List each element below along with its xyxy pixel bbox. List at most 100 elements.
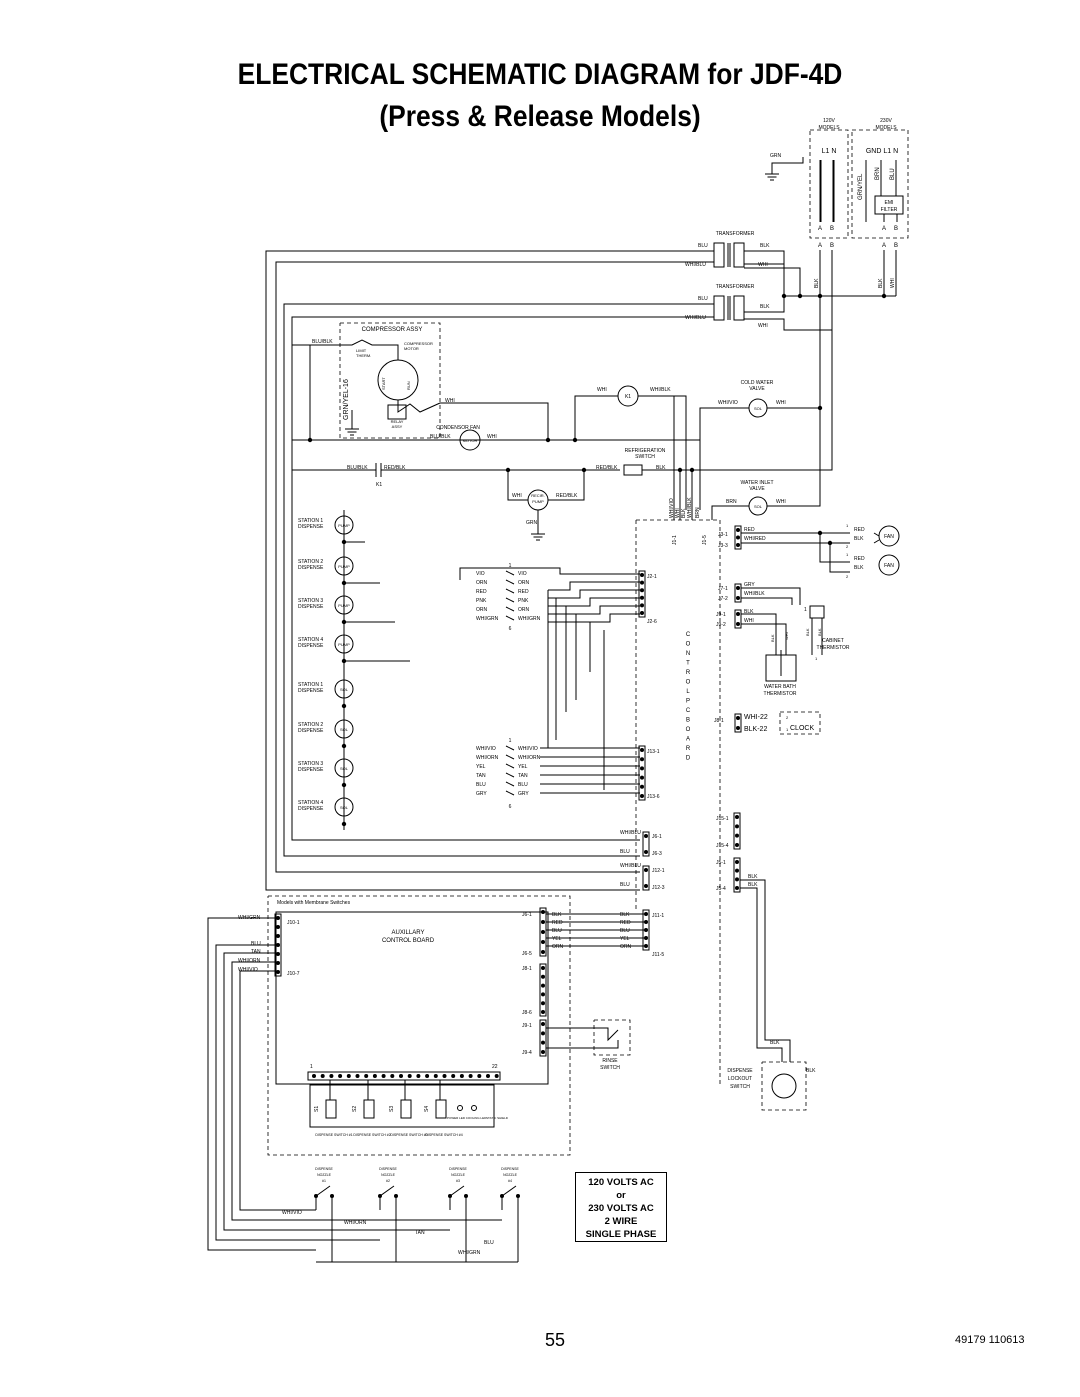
harness-wire-blu (265, 250, 714, 891)
label: STATION 2 (298, 722, 323, 728)
connector-pin (276, 943, 280, 947)
connector-pin (276, 970, 280, 974)
label: RELAY (391, 419, 404, 424)
label: BRN (875, 167, 881, 180)
nozzle-switch-3-icon (449, 1185, 465, 1197)
wire (873, 532, 880, 537)
label: DISPENSE (298, 604, 324, 610)
label: VALVE (749, 486, 765, 492)
label: SWITCH (600, 1065, 620, 1071)
label: DISPENSE SWITCH #2 (353, 1133, 390, 1137)
junction-dot (505, 467, 511, 473)
connector-pin (541, 1010, 545, 1014)
label: NOZZLE (503, 1173, 517, 1177)
label: RED (552, 920, 563, 926)
label: J2-1 (647, 574, 657, 580)
connector-pin (640, 775, 644, 780)
label: WHI/GRN (518, 616, 541, 622)
connector-pin (541, 940, 545, 944)
relay-wire (397, 400, 441, 413)
label: RED (620, 920, 631, 926)
cold-water-solenoid-icon (748, 398, 768, 418)
connector-pin (541, 974, 545, 979)
connector-pin (541, 966, 545, 970)
label: DISPENSE (298, 806, 324, 812)
label: THERMISTOR (817, 645, 850, 651)
label: BLK (854, 536, 864, 542)
header-pin (381, 1074, 386, 1078)
label: B (830, 243, 834, 249)
junction-dot (677, 467, 683, 473)
switch-contact (464, 1194, 468, 1198)
membrane-switch-3-icon (400, 1099, 412, 1119)
wire (223, 952, 450, 1231)
membrane-switch-panel (309, 1084, 495, 1128)
j11-connector (642, 909, 650, 951)
label: BLU (620, 882, 630, 888)
diagram-subtitle: (Press & Release Models) (379, 100, 701, 133)
label: #1 (322, 1179, 326, 1183)
label: CABINET (822, 638, 844, 644)
label: 1 (846, 523, 849, 528)
junction-dot (689, 467, 695, 473)
label: BLU (698, 296, 708, 302)
transformer-1-icon (713, 242, 725, 268)
membrane-switch-2-icon (363, 1099, 375, 1119)
label: 120V (823, 118, 835, 124)
label: TRANSFORMER (716, 284, 755, 290)
label: WHI (445, 398, 455, 404)
label: BLK (744, 609, 754, 615)
label: EMI (885, 200, 894, 206)
wire (546, 1040, 619, 1049)
label: WHI (758, 262, 768, 268)
pin-mark (505, 754, 515, 760)
label: THERMISTOR (764, 691, 797, 697)
connector-pin (735, 843, 739, 847)
label: BLK (854, 565, 864, 571)
label: NOZZLE (381, 1173, 395, 1177)
label: 6 (509, 804, 512, 810)
connector-pin (541, 910, 545, 914)
nozzle-switch-4-icon (501, 1185, 517, 1197)
label: MODELS (818, 125, 840, 131)
connector-pin (640, 766, 644, 771)
label: PUMP (338, 564, 350, 569)
label: 1 (846, 552, 849, 557)
label: R (686, 670, 691, 676)
label: WHI/ORN (476, 755, 499, 761)
label: ORN (552, 944, 564, 950)
label: WHI/BLK (650, 387, 671, 393)
station-2-solenoid-icon (334, 719, 354, 739)
label: CONDENSOR FAN (436, 425, 480, 431)
label: WHI (890, 278, 896, 288)
connector-pin (640, 595, 644, 600)
wire (548, 597, 640, 607)
label: RED (476, 589, 487, 595)
header-pin (442, 1074, 447, 1078)
label: B (894, 226, 898, 232)
aux-control-board-outline (275, 911, 549, 1085)
header-pin (494, 1074, 499, 1078)
j9-connector (734, 609, 742, 629)
wire (440, 402, 549, 440)
label: LIMIT (356, 348, 367, 353)
junction-dot (572, 437, 578, 443)
connector-pin (644, 936, 648, 940)
header-pin (459, 1074, 464, 1078)
label: BLK (805, 628, 810, 636)
label: ASSY (392, 424, 403, 429)
connector-pin (736, 528, 740, 532)
label: BLU (698, 243, 708, 249)
wire (548, 613, 640, 623)
switch-contact (314, 1194, 318, 1198)
connector-pin (736, 716, 740, 720)
water-inlet-solenoid-icon (748, 496, 768, 516)
wire (507, 470, 528, 501)
label: BLK (770, 634, 775, 642)
aux-pin-header (307, 1071, 501, 1081)
header-pin (346, 1074, 351, 1078)
connector-pin (735, 868, 739, 873)
label: TAN (251, 949, 261, 955)
label: RED (744, 527, 755, 533)
label: J15-4 (716, 843, 729, 849)
